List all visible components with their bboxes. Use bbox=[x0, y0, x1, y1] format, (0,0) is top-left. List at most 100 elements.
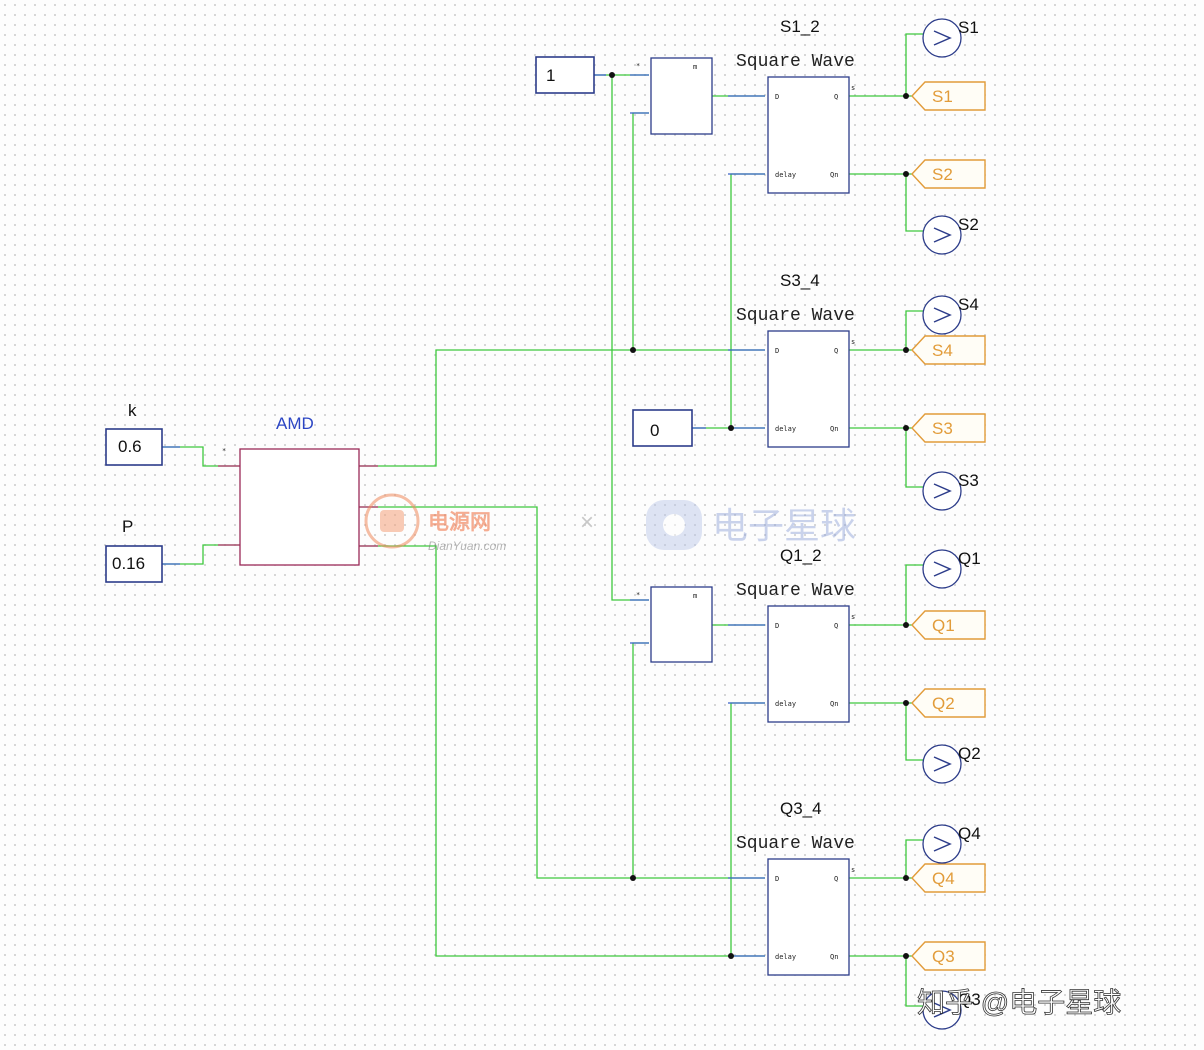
multiplier-2-box[interactable] bbox=[650, 586, 713, 663]
probe-arrow-icon bbox=[933, 1002, 952, 1018]
const-one-box[interactable] bbox=[535, 56, 595, 94]
input-k-label: k bbox=[128, 401, 137, 420]
const-one-value: 1 bbox=[546, 66, 555, 85]
input-p[interactable]: P 0.16 bbox=[105, 517, 163, 583]
input-arrows bbox=[162, 74, 765, 957]
output-tag-shape[interactable] bbox=[911, 413, 986, 443]
output-tag-shape[interactable] bbox=[911, 159, 986, 189]
voltmeter-icon[interactable] bbox=[922, 471, 962, 511]
multiplier-1-sign: * bbox=[636, 62, 640, 70]
voltmeter-q1[interactable]: Q1 bbox=[922, 549, 981, 589]
input-k-box[interactable] bbox=[105, 428, 163, 466]
wire-p-to-amd bbox=[162, 544, 240, 565]
amd-box[interactable] bbox=[239, 448, 360, 566]
pin-s: s bbox=[851, 613, 855, 621]
voltmeter-label: Q2 bbox=[958, 744, 981, 763]
voltmeter-icon[interactable] bbox=[922, 990, 962, 1030]
voltmeter-q4[interactable]: Q4 bbox=[922, 824, 981, 864]
output-tag-label: Q3 bbox=[932, 947, 955, 966]
multiplier-1-box[interactable] bbox=[650, 57, 713, 135]
wire-amd-out2 bbox=[359, 506, 765, 879]
output-tag-shape[interactable] bbox=[911, 610, 986, 640]
wire-const1-bus bbox=[611, 75, 649, 601]
voltmeter-s3[interactable]: S3 bbox=[922, 471, 979, 511]
pin-d: D bbox=[775, 875, 779, 883]
input-p-value: 0.16 bbox=[112, 554, 145, 573]
pin-q: Q bbox=[834, 622, 838, 630]
wire-s34-qn-meter bbox=[905, 428, 923, 488]
output-tag-s4[interactable]: S4 bbox=[911, 335, 986, 365]
multiplier-1-pin: m bbox=[693, 63, 697, 71]
watermark-dianyuan: 电源网 DianYuan.com bbox=[364, 493, 506, 553]
block-box-q1-2[interactable] bbox=[767, 605, 850, 723]
wire-s34-q-meter bbox=[905, 310, 923, 350]
voltmeter-q3[interactable]: Q3 bbox=[922, 990, 981, 1030]
pin-s: s bbox=[851, 866, 855, 874]
pin-qn: Qn bbox=[830, 171, 838, 179]
block-box-s3-4[interactable] bbox=[767, 330, 850, 448]
output-tag-shape[interactable] bbox=[911, 335, 986, 365]
voltmeter-icon[interactable] bbox=[922, 744, 962, 784]
amd-block[interactable]: AMD * bbox=[222, 414, 360, 566]
wire-amd-out1-up bbox=[632, 112, 649, 350]
voltmeter-s4[interactable]: S4 bbox=[922, 295, 979, 335]
multiplier-2-sign: * bbox=[636, 591, 640, 599]
voltmeter-q2[interactable]: Q2 bbox=[922, 744, 981, 784]
voltmeter-s1[interactable]: S1 bbox=[922, 18, 979, 58]
output-tag-shape[interactable] bbox=[911, 941, 986, 971]
voltmeter-icon[interactable] bbox=[922, 549, 962, 589]
watermark-dianyuan-cn: 电源网 bbox=[428, 511, 491, 534]
output-tag-label: S1 bbox=[932, 87, 953, 106]
block-name-q1-2: Q1_2 bbox=[780, 546, 822, 565]
multiplier-1[interactable]: * m bbox=[636, 57, 713, 135]
voltmeter-icon[interactable] bbox=[922, 215, 962, 255]
wire-const0-up bbox=[730, 173, 765, 428]
block-box-s1-2[interactable] bbox=[767, 76, 850, 194]
const-zero[interactable]: 0 bbox=[632, 409, 693, 447]
amd-pin-dot: * bbox=[222, 447, 226, 455]
voltmeter-s2[interactable]: S2 bbox=[922, 215, 979, 255]
pin-delay: delay bbox=[775, 425, 796, 433]
output-tag-shape[interactable] bbox=[911, 81, 986, 111]
output-tag-label: Q2 bbox=[932, 694, 955, 713]
voltmeter-icon[interactable] bbox=[922, 295, 962, 335]
voltmeter-icon[interactable] bbox=[922, 18, 962, 58]
input-k[interactable]: k 0.6 bbox=[105, 401, 163, 466]
output-tag-label: S3 bbox=[932, 419, 953, 438]
probe-arrow-icon bbox=[933, 836, 952, 852]
probe-arrow-icon bbox=[933, 561, 952, 577]
output-tag-q2[interactable]: Q2 bbox=[911, 688, 986, 718]
output-tag-shape[interactable] bbox=[911, 688, 986, 718]
const-zero-box[interactable] bbox=[632, 409, 693, 447]
block-box-q3-4[interactable] bbox=[767, 858, 850, 976]
wire-q12-q-meter bbox=[905, 564, 923, 625]
probe-arrow-icon bbox=[933, 483, 952, 499]
output-tag-s3[interactable]: S3 bbox=[911, 413, 986, 443]
wire-q12-qn-meter bbox=[905, 703, 923, 761]
voltmeter-label: S2 bbox=[958, 215, 979, 234]
output-tag-q1[interactable]: Q1 bbox=[911, 610, 986, 640]
probe-arrow-icon bbox=[933, 307, 952, 323]
output-tag-shape[interactable] bbox=[911, 863, 986, 893]
pin-qn: Qn bbox=[830, 700, 838, 708]
output-tag-s1[interactable]: S1 bbox=[911, 81, 986, 111]
output-tag-s2[interactable]: S2 bbox=[911, 159, 986, 189]
input-p-box[interactable] bbox=[105, 545, 163, 583]
const-one[interactable]: 1 bbox=[535, 56, 595, 94]
pin-s: s bbox=[851, 84, 855, 92]
amd-label: AMD bbox=[276, 414, 314, 433]
watermark-dzxq-text: 电子星球 bbox=[712, 505, 856, 546]
output-tag-q4[interactable]: Q4 bbox=[911, 863, 986, 893]
wire-amd-out2-up bbox=[632, 642, 649, 878]
output-tag-q3[interactable]: Q3 bbox=[911, 941, 986, 971]
multiplier-2[interactable]: * m bbox=[636, 586, 713, 663]
multiplier-2-pin: m bbox=[693, 592, 697, 600]
voltmeter-icon[interactable] bbox=[922, 824, 962, 864]
voltmeter-label: S1 bbox=[958, 18, 979, 37]
pin-d: D bbox=[775, 93, 779, 101]
const-zero-value: 0 bbox=[650, 421, 659, 440]
